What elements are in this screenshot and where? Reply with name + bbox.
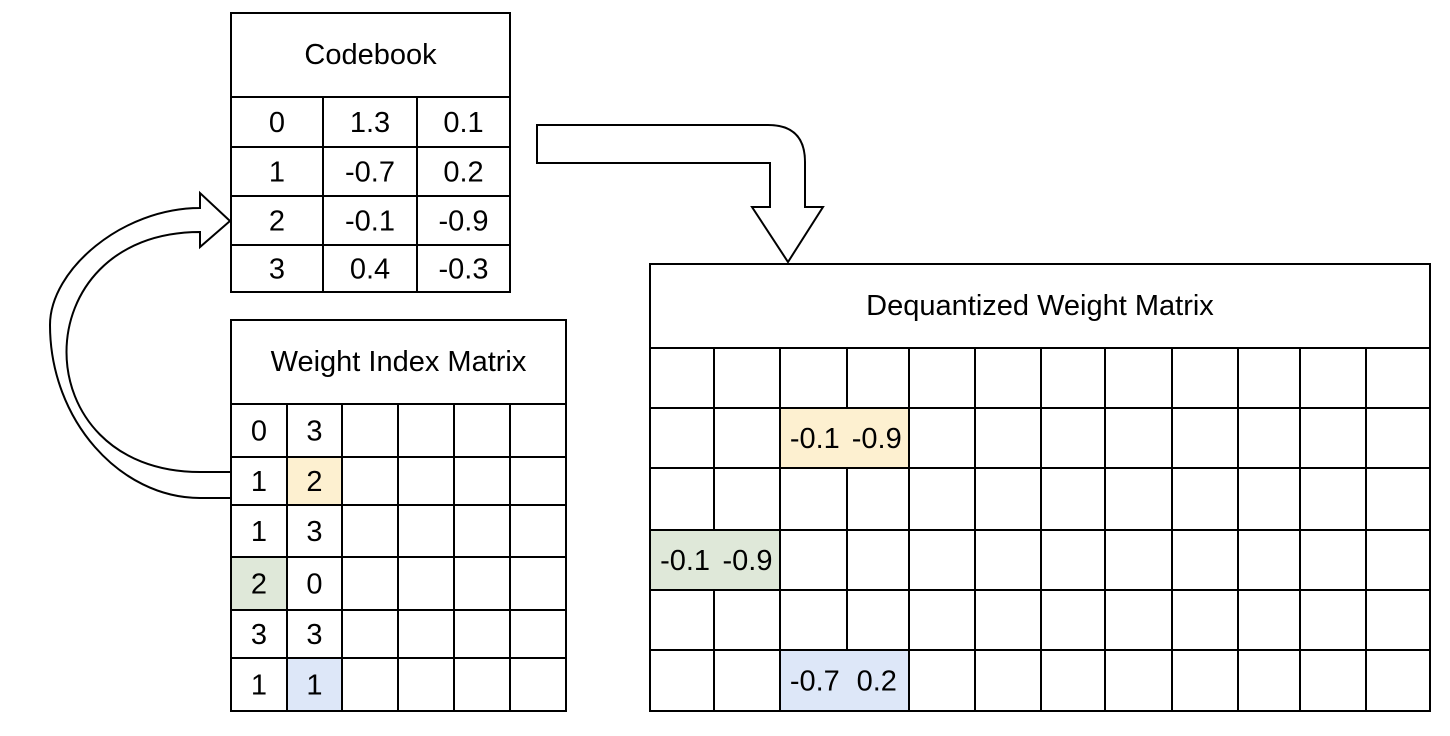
index-cell: 2 (251, 569, 267, 601)
index-cell-highlight (287, 457, 342, 505)
dequantized-value: 0.2 (857, 666, 897, 698)
dequantized-value: -0.1 (660, 545, 710, 577)
codebook-value-cell: 0.2 (443, 157, 483, 189)
codebook-index-cell: 0 (269, 107, 285, 139)
index-cell: 1 (251, 516, 267, 548)
codebook-value-cell: 0.4 (350, 254, 390, 286)
weight-index-matrix: Weight Index Matrix 0 3 1 2 1 3 2 0 3 3 1 1 (230, 319, 567, 712)
codebook-index-cell: 3 (269, 254, 285, 286)
index-cell-highlight (231, 557, 287, 610)
dequantized-cell-highlight (780, 408, 909, 468)
dequantized-cell-highlight (650, 530, 780, 590)
index-cell: 0 (306, 569, 322, 601)
dequantized-value: -0.9 (723, 545, 773, 577)
index-cell: 3 (306, 619, 322, 651)
dequantized-value: -0.1 (790, 423, 840, 455)
dequantized-value: -0.9 (852, 423, 902, 455)
index-cell: 3 (306, 516, 322, 548)
dequantized-value: -0.7 (790, 666, 840, 698)
codebook-value-cell: -0.3 (439, 254, 489, 286)
codebook-title: Codebook (304, 39, 437, 71)
codebook-table: Codebook 0 1.3 0.1 1 -0.7 0.2 2 -0.1 -0.9 3 0.4 -0.3 (230, 12, 511, 293)
lookup-arrow (48, 190, 232, 499)
codebook-value-cell: 1.3 (350, 107, 390, 139)
output-arrow (536, 124, 825, 264)
codebook-value-cell: 0.1 (443, 107, 483, 139)
dequantized-matrix-title: Dequantized Weight Matrix (866, 290, 1214, 322)
index-cell: 3 (306, 416, 322, 448)
codebook-value-cell: -0.7 (345, 157, 395, 189)
index-cell: 2 (306, 466, 322, 498)
index-cell: 0 (251, 416, 267, 448)
index-cell: 3 (251, 619, 267, 651)
codebook-index-cell: 1 (269, 157, 285, 189)
index-matrix-title: Weight Index Matrix (271, 346, 527, 378)
index-cell: 1 (251, 670, 267, 702)
index-cell-highlight (287, 658, 342, 711)
dequantized-weight-matrix: Dequantized Weight Matrix -0.1 -0.9 -0.1 -0.… (649, 263, 1431, 712)
dequantized-cell-highlight (780, 650, 909, 711)
codebook-value-cell: -0.1 (345, 206, 395, 238)
index-cell: 1 (251, 466, 267, 498)
codebook-value-cell: -0.9 (439, 206, 489, 238)
index-cell: 1 (306, 670, 322, 702)
codebook-index-cell: 2 (269, 206, 285, 238)
